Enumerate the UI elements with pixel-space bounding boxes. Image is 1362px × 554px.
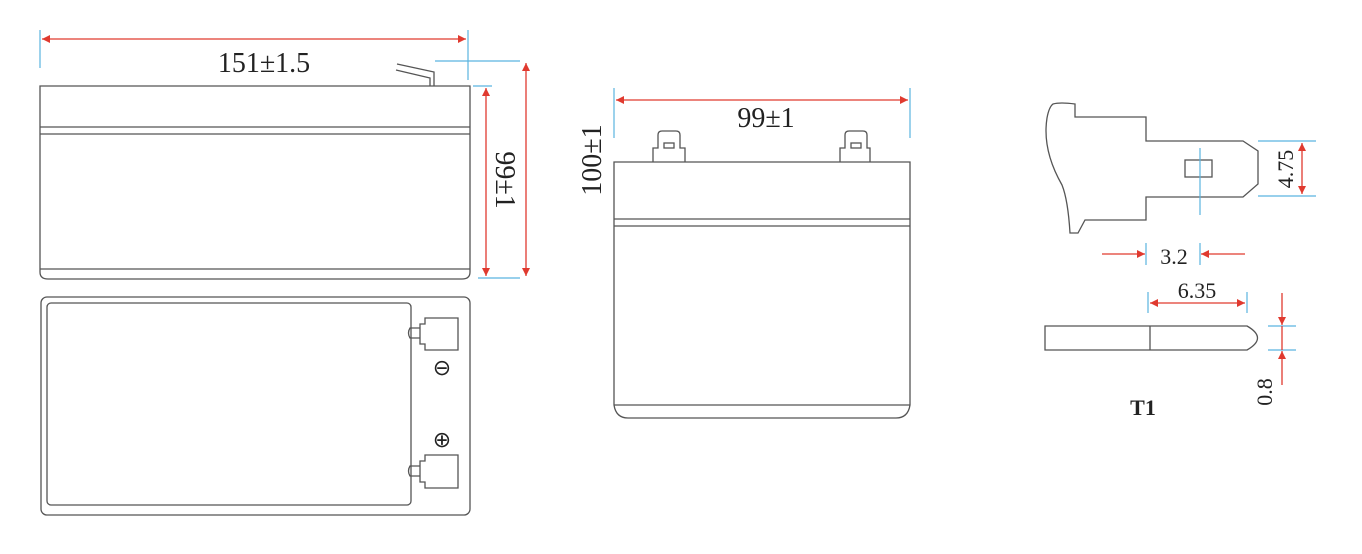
terminal-hole [1184, 159, 1213, 178]
width-label: 99±1 [737, 103, 794, 134]
terminal-width-label: 4.75 [1273, 150, 1298, 189]
terminal [652, 130, 686, 162]
terminal-outline [1045, 102, 1259, 234]
terminal-name: T1 [1130, 395, 1156, 420]
side-view: 151±1.5 99±1 [39, 30, 530, 280]
negative-symbol: ⊖ [433, 355, 451, 380]
thickness-label: 0.8 [1252, 378, 1277, 406]
total-height-label: 100±1 [577, 124, 608, 195]
side-view-body [39, 85, 471, 280]
positive-terminal [419, 454, 459, 489]
top-view: ⊖ ⊕ [40, 296, 471, 516]
length-label: 151±1.5 [218, 48, 310, 79]
negative-terminal [419, 317, 459, 351]
hole-offset-label: 3.2 [1160, 244, 1188, 269]
terminal-profile [1044, 325, 1259, 351]
height-label: 99±1 [489, 151, 520, 208]
end-view: 99±1 100±1 [577, 88, 911, 419]
terminal [839, 130, 871, 162]
tab-length-label: 6.35 [1178, 278, 1217, 303]
top-view-panel [46, 302, 412, 506]
terminal-detail: 4.75 3.2 6.35 0.8 T1 [1044, 102, 1316, 420]
positive-symbol: ⊕ [433, 427, 451, 452]
wire-lead [395, 63, 435, 86]
top-view-outline [40, 296, 471, 516]
end-view-body [613, 161, 911, 419]
